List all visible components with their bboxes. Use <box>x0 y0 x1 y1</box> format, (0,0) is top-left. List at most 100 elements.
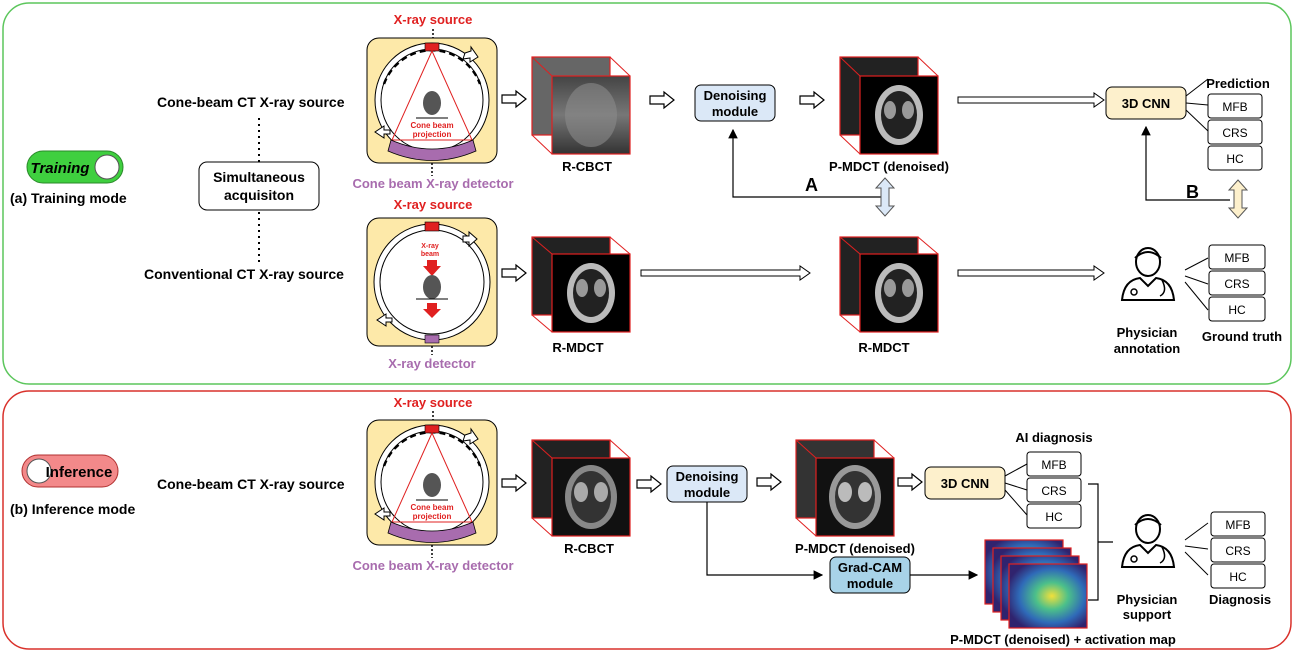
inf-physician-icon <box>1120 514 1176 568</box>
inf-xray-source-label: X-ray source <box>394 395 473 410</box>
svg-text:Simultaneous: Simultaneous <box>213 169 305 185</box>
prediction-label: Prediction <box>1206 76 1270 91</box>
training-toggle[interactable]: Training <box>26 150 124 184</box>
ai-class-mfb: MFB <box>1026 451 1082 477</box>
cone-detector-label: Cone beam X-ray detector <box>352 176 513 191</box>
physician-label-2: annotation <box>1114 341 1180 356</box>
training-toggle-label: Training <box>31 160 90 177</box>
ai-class-hc: HC <box>1026 503 1082 529</box>
svg-text:CRS: CRS <box>1041 484 1066 498</box>
loss-b-label: B <box>1186 182 1199 202</box>
inf-cnn-module: 3D CNN <box>924 466 1006 500</box>
activation-label: P-MDCT (denoised) + activation map <box>950 632 1176 647</box>
inf-rcbct-label: R-CBCT <box>564 541 614 556</box>
svg-text:Cone beam: Cone beam <box>410 121 453 130</box>
svg-text:acquisiton: acquisiton <box>224 187 294 203</box>
svg-text:HC: HC <box>1228 303 1246 317</box>
svg-text:Grad-CAM: Grad-CAM <box>838 560 902 575</box>
inf-cbct-scanner: Cone beam projection <box>366 419 498 546</box>
inference-mode-label: (b) Inference mode <box>10 501 135 517</box>
inf-pmdct-label: P-MDCT (denoised) <box>795 541 915 556</box>
svg-text:projection: projection <box>413 130 452 139</box>
rotation-arrow-icon <box>462 427 479 445</box>
cone-detector <box>387 139 477 161</box>
training-mode-label: (a) Training mode <box>10 190 127 206</box>
inf-pmdct-image-stack <box>795 439 895 537</box>
gt-class-mfb: MFB <box>1208 244 1266 270</box>
svg-text:MFB: MFB <box>1041 458 1066 472</box>
rmdct-label-2: R-MDCT <box>858 340 909 355</box>
rmdct-image-stack-1 <box>531 236 631 333</box>
inf-rcbct-image-stack <box>531 439 631 537</box>
simultaneous-box: Simultaneous acquisiton <box>198 161 320 211</box>
svg-text:HC: HC <box>1229 570 1247 584</box>
inference-panel <box>2 390 1292 650</box>
svg-text:X-ray: X-ray <box>421 243 439 250</box>
bracket <box>1088 483 1113 601</box>
physician-icon <box>1120 247 1176 301</box>
svg-text:CRS: CRS <box>1224 277 1249 291</box>
svg-text:beam: beam <box>421 251 439 258</box>
loss-a-label: A <box>805 175 818 195</box>
loss-b-line <box>1141 125 1230 201</box>
svg-text:module: module <box>684 485 730 500</box>
prediction-class-mfb: MFB <box>1207 93 1263 119</box>
inf-physician-label-2: support <box>1123 607 1172 622</box>
svg-text:3D CNN: 3D CNN <box>941 476 989 491</box>
prediction-class-hc: HC <box>1207 145 1263 171</box>
diagnosis-label: Diagnosis <box>1209 592 1271 607</box>
ground-truth-label: Ground truth <box>1202 329 1282 344</box>
rotation-arrow-icon <box>376 313 393 327</box>
double-arrow-b <box>1227 179 1249 219</box>
long-arrow <box>957 265 1105 281</box>
svg-text:projection: projection <box>413 512 452 521</box>
xray-source-label-2: X-ray source <box>394 197 473 212</box>
svg-text:HC: HC <box>1226 152 1244 166</box>
inf-cone-detector-label: Cone beam X-ray detector <box>352 558 513 573</box>
rcbct-label: R-CBCT <box>562 159 612 174</box>
inf-denoising-module: Denoising module <box>666 465 748 503</box>
pmdct-image-stack <box>839 56 939 155</box>
inf-physician-label-1: Physician <box>1117 592 1178 607</box>
cnn-module: 3D CNN <box>1105 86 1187 120</box>
activation-map-stack <box>984 539 1088 629</box>
long-arrow <box>957 92 1105 108</box>
denoising-module: Denoising module <box>694 84 776 122</box>
svg-text:HC: HC <box>1045 510 1063 524</box>
inf-cbct-source-label: Cone-beam CT X-ray source <box>157 476 345 492</box>
cbct-scanner: Cone beam projection <box>366 37 498 164</box>
ai-class-crs: CRS <box>1026 477 1082 503</box>
conv-source-label: Conventional CT X-ray source <box>144 266 344 282</box>
xray-source-label: X-ray source <box>394 12 473 27</box>
inference-toggle[interactable]: Inference <box>21 454 119 488</box>
svg-text:Denoising: Denoising <box>704 88 767 103</box>
svg-text:Denoising: Denoising <box>676 469 739 484</box>
inference-toggle-label: Inference <box>46 464 113 481</box>
svg-text:MFB: MFB <box>1222 100 1247 114</box>
prediction-class-crs: CRS <box>1207 119 1263 145</box>
svg-text:module: module <box>847 576 893 591</box>
svg-text:Cone beam: Cone beam <box>410 503 453 512</box>
svg-text:MFB: MFB <box>1224 251 1249 265</box>
gradcam-module: Grad-CAM module <box>829 556 911 594</box>
rotation-arrow-icon <box>374 125 391 139</box>
loss-a-line <box>728 128 885 198</box>
gradcam-line <box>706 502 824 580</box>
xray-detector-label: X-ray detector <box>388 356 475 371</box>
cbct-source-label: Cone-beam CT X-ray source <box>157 94 345 110</box>
diag-class-mfb: MFB <box>1210 511 1266 537</box>
rotation-arrow-icon <box>462 230 478 248</box>
double-arrow-a <box>874 177 896 217</box>
long-arrow <box>640 265 811 281</box>
svg-text:CRS: CRS <box>1222 126 1247 140</box>
pmdct-label: P-MDCT (denoised) <box>829 159 949 174</box>
svg-text:MFB: MFB <box>1225 518 1250 532</box>
patient-head-icon <box>423 473 441 497</box>
rotation-arrow-icon <box>374 507 391 521</box>
gt-class-crs: CRS <box>1208 270 1266 296</box>
rotation-arrow-icon <box>462 45 479 63</box>
rcbct-image-stack <box>531 56 631 155</box>
patient-head-icon <box>423 275 441 299</box>
training-panel <box>2 2 1292 385</box>
